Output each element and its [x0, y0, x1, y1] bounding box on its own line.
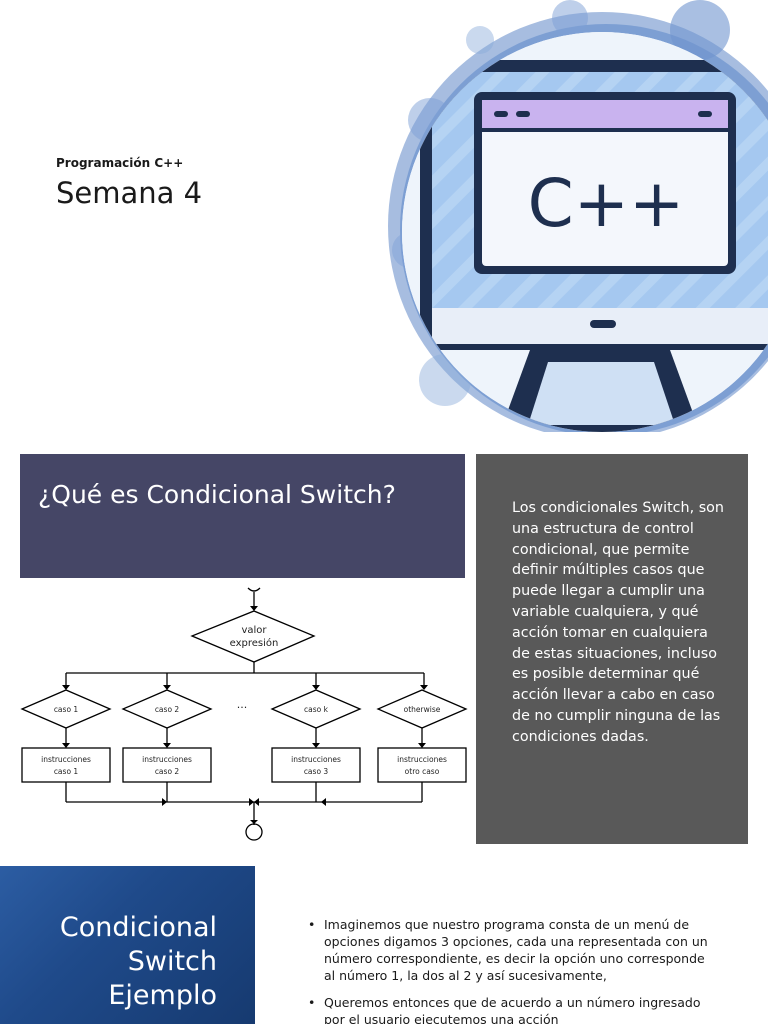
slide-heading: ¿Qué es Condicional Switch?: [38, 480, 396, 509]
bullet-item: Imaginemos que nuestro programa consta d…: [308, 916, 718, 984]
instr-box-2: [122, 747, 212, 783]
example-title-line1: Condicional: [59, 912, 217, 943]
week-title: Semana 4: [56, 176, 203, 210]
definition-text: Los condicionales Switch, son una estruc…: [512, 500, 724, 745]
bullet-item: Queremos entonces que de acuerdo a un nú…: [308, 994, 718, 1024]
example-title-line3: Ejemplo: [108, 980, 217, 1011]
definition-textbox: Los condicionales Switch, son una estruc…: [476, 454, 748, 844]
instr-2-line2: caso 2: [155, 767, 180, 776]
case-1-label: caso 1: [54, 705, 79, 714]
slide-switch-definition: ¿Qué es Condicional Switch?: [0, 432, 768, 864]
cpp-monitor-illustration: C++: [388, 0, 768, 432]
instr-4-line2: otro caso: [405, 767, 440, 776]
instr-box-3: [271, 747, 361, 783]
slide-header: ¿Qué es Condicional Switch?: [20, 454, 465, 578]
slide-title: Programación C++ Semana 4: [0, 0, 768, 432]
instr-3-line2: caso 3: [304, 767, 329, 776]
cpp-logo-text: C++: [528, 165, 685, 242]
instr-1-line1: instrucciones: [41, 755, 91, 764]
switch-flowchart: valor expresión ... caso 1 caso 2 caso k…: [20, 587, 468, 841]
case-2-label: caso 2: [155, 705, 180, 714]
example-title-line2: Switch: [127, 946, 217, 977]
example-bullet-list: Imaginemos que nuestro programa consta d…: [308, 916, 718, 1024]
case-k-label: caso k: [304, 705, 329, 714]
instr-1-line2: caso 1: [54, 767, 79, 776]
decision-diamond: [190, 610, 316, 663]
instr-4-line1: instrucciones: [397, 755, 447, 764]
otherwise-label: otherwise: [404, 705, 441, 714]
instr-box-4: [377, 747, 467, 783]
decision-label-line1: valor: [241, 625, 267, 636]
instr-2-line1: instrucciones: [142, 755, 192, 764]
flow-entry-arc: [247, 587, 261, 592]
course-subtitle: Programación C++: [56, 156, 184, 170]
end-circle: [245, 823, 263, 841]
decision-label-line2: expresión: [230, 637, 279, 649]
instr-box-1: [21, 747, 111, 783]
instr-3-line1: instrucciones: [291, 755, 341, 764]
slide-switch-example: Condicional Switch Ejemplo Imaginemos qu…: [0, 866, 768, 1024]
example-title-panel: Condicional Switch Ejemplo: [0, 866, 255, 1024]
flow-ellipsis: ...: [237, 698, 248, 711]
monitor-icon: C++: [402, 32, 768, 432]
